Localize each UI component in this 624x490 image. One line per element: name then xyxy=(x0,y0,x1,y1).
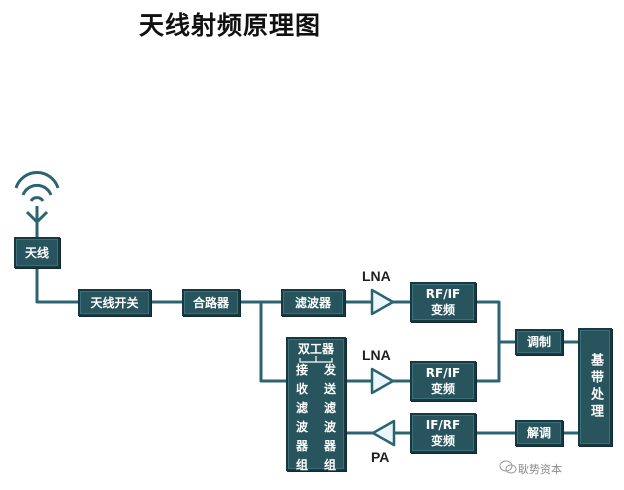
pa-triangle xyxy=(371,419,396,447)
demodulate-block: 解调 xyxy=(515,420,563,446)
duplexer-rx-filters: 接收滤波器组 xyxy=(295,363,308,472)
antenna-wave-mid xyxy=(21,183,53,196)
antenna-block: 天线 xyxy=(14,237,60,268)
duplexer-bracket xyxy=(299,356,333,363)
baseband-label: 基带处理 xyxy=(588,353,603,421)
wechat-icon xyxy=(499,460,517,474)
antenna-wave-inner xyxy=(29,196,45,202)
antenna-wave-outer xyxy=(14,171,60,189)
baseband-block: 基带处理 xyxy=(578,328,612,446)
rf-if-converter-mid: RF/IF 变频 xyxy=(410,361,476,401)
lna-mid-triangle xyxy=(370,367,395,395)
pa-label: PA xyxy=(371,449,390,465)
combiner-block: 合路器 xyxy=(182,289,240,316)
if-rf-converter: IF/RF 变频 xyxy=(410,413,476,453)
wire-antenna-switch xyxy=(35,268,78,304)
antenna-leg-right xyxy=(35,210,49,224)
antenna-switch-block: 天线开关 xyxy=(78,289,151,316)
modulate-block: 调制 xyxy=(515,329,563,355)
lna-top-triangle xyxy=(370,288,395,316)
lna-mid-label: LNA xyxy=(362,347,391,363)
wire-branch-duplexer xyxy=(259,302,286,383)
wire-rfif-mid-modulate xyxy=(476,342,501,383)
duplexer-title: 双工器 xyxy=(297,342,334,356)
diagram-title: 天线射频原理图 xyxy=(138,11,321,40)
lna-top-label: LNA xyxy=(362,268,391,284)
wire-rfif-top-modulate xyxy=(476,300,515,344)
antenna-leg-left xyxy=(25,210,39,224)
rf-if-converter-top: RF/IF 变频 xyxy=(410,282,476,322)
filter-block: 滤波器 xyxy=(281,289,345,316)
duplexer-block: 双工器 接收滤波器组 发送滤波器组 xyxy=(286,337,346,472)
duplexer-tx-filters: 发送滤波器组 xyxy=(323,363,336,472)
watermark-text: 耿势资本 xyxy=(518,463,562,476)
